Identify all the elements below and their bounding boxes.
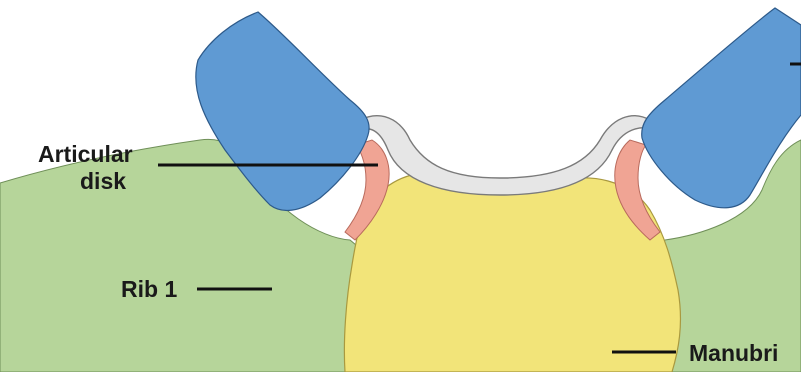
manubrium-label: Manubri — [689, 340, 778, 367]
rib-1-label: Rib 1 — [121, 276, 177, 303]
articular-disk-label: Articular — [38, 141, 133, 168]
articular-disk-label-line2: disk — [80, 168, 126, 195]
